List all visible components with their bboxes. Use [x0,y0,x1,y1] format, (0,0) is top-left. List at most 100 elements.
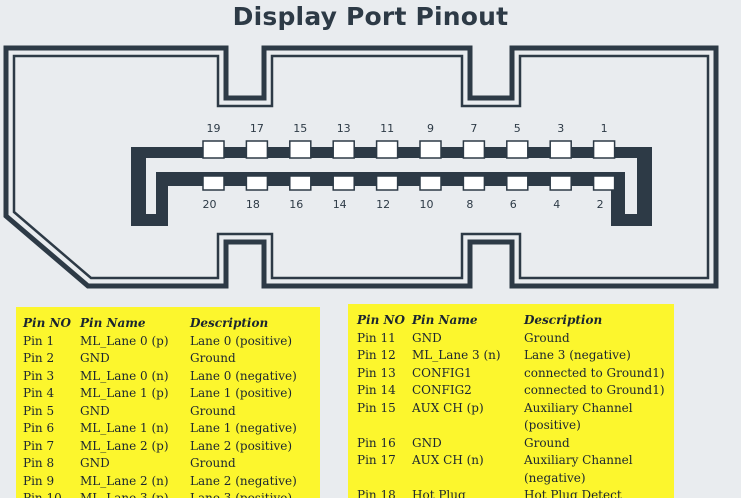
pin-contact [419,175,442,191]
pin-number-label: 17 [250,122,264,135]
pin-number-label: 3 [557,122,564,135]
pin-contact [419,140,442,159]
pin-contact [375,175,399,191]
header-pin-name: Pin Name [412,313,478,327]
cell-description: Ground [524,435,570,450]
cell-pin-name: ML_Lane 2 (n) [80,473,169,488]
cell-pin-name: Hot Plug [412,488,466,498]
table-row: Pin 15 AUX CH (p) Auxiliary Channel [357,400,665,418]
header-description: Description [524,313,603,327]
cell-pin-no: Pin 15 [357,400,396,415]
cell-pin-no: Pin 10 [23,491,62,498]
pin-number-label: 8 [466,198,473,211]
cell-pin-no: Pin 4 [23,386,55,400]
cell-description: (negative) [524,470,586,485]
cell-pin-no: Pin 8 [23,456,55,470]
cell-pin-no [357,417,412,435]
pin-contact [289,175,312,191]
cell-description: Lane 1 (negative) [190,421,297,435]
cell-pin-name: GND [412,435,442,450]
cell-pin-name: ML_Lane 0 (p) [80,333,169,348]
pin-contact [592,140,616,159]
pin-contact [506,175,529,191]
pin-contact [245,140,269,159]
pin-contact [375,140,399,159]
pin-number-label: 11 [380,122,394,135]
cell-pin-name: ML_Lane 0 (n) [80,368,169,383]
cell-description: Ground [190,403,236,418]
cell-description: (positive) [524,418,581,432]
pin-contact [549,175,572,191]
pin-contact [289,140,312,159]
pin-number-label: 7 [470,122,477,135]
cell-pin-no: Pin 9 [23,473,55,488]
pin-contact [462,140,486,159]
pin-number-label: 4 [553,198,560,211]
cell-pin-no: Pin 13 [357,365,396,380]
cell-pin-no: Pin 3 [23,368,55,383]
cell-description: connected to Ground1) [524,365,665,380]
cell-description: Ground [190,351,236,365]
connector-outline-inner [12,54,710,280]
pin-number-label: 16 [289,198,303,211]
table-row: Pin 9 ML_Lane 2 (n) Lane 2 (negative) [23,473,297,491]
cell-pin-name: AUX CH (n) [412,453,484,467]
pin-number-label: 13 [337,122,351,135]
pin-contact [245,175,269,191]
cell-description: Auxiliary Channel [524,400,633,415]
cell-pin-no: Pin 17 [357,453,396,467]
cell-pin-name: GND [80,351,110,365]
pin-number-label: 14 [333,198,347,211]
pin-number-label: 20 [203,198,217,211]
pin-number-label: 18 [246,198,260,211]
table-row: (negative) [357,470,665,488]
pin-contact [332,175,355,191]
cell-pin-name: ML_Lane 1 (n) [80,421,169,435]
cell-pin-no: Pin 14 [357,383,396,397]
table-row: (positive) [357,417,665,435]
cell-description: Lane 3 (negative) [524,348,631,362]
pin-number-label: 2 [597,198,604,211]
table-row: Pin 6 ML_Lane 1 (n) Lane 1 (negative) [23,420,297,438]
pin-number-label: 15 [293,122,307,135]
pin-number-label: 6 [510,198,517,211]
pin-contact [332,140,355,159]
cell-pin-no: Pin 2 [23,351,55,365]
cell-description: Lane 3 (positive) [190,491,293,498]
pin-number-label: 1 [601,122,608,135]
cell-pin-name: ML_Lane 1 (p) [80,386,169,400]
pin-number-label: 12 [376,198,390,211]
pin-contact [202,175,225,191]
cell-pin-name: CONFIG2 [412,383,472,397]
cell-description: Lane 2 (positive) [190,438,293,453]
cell-pin-no: Pin 7 [23,438,55,453]
pin-number-label: 9 [427,122,434,135]
pin-number-label: 5 [514,122,521,135]
cell-pin-no [357,470,412,488]
cell-pin-name: GND [80,456,110,470]
pin-contact [462,175,486,191]
cell-pin-name: ML_Lane 3 (n) [412,348,501,362]
header-pin-no: Pin NO [357,313,405,327]
connector-outline-outer [3,45,719,289]
header-pin-name: Pin Name [80,316,146,330]
pin-contact [549,140,572,159]
cell-pin-name [412,417,524,435]
pin-contact [592,175,616,191]
cell-description: Lane 1 (positive) [190,386,293,400]
cell-pin-name: AUX CH (p) [412,400,484,415]
cell-pin-no: Pin 18 [357,488,396,498]
cell-pin-no: Pin 6 [23,421,55,435]
cell-description: Lane 0 (positive) [190,333,293,348]
cell-description: Lane 2 (negative) [190,473,297,488]
pin-contact [202,140,225,159]
